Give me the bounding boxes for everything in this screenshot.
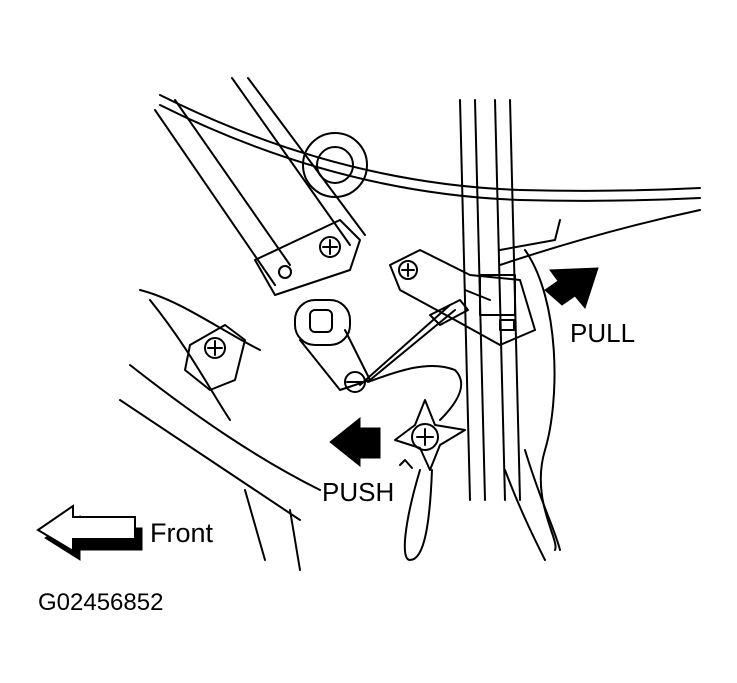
- push-label: PUSH: [322, 477, 395, 507]
- front-label: Front: [150, 518, 214, 548]
- left-housing: [119, 289, 321, 571]
- pull-arrow-icon: [544, 267, 599, 310]
- push-arrow-icon: [329, 416, 381, 468]
- star-cap: [394, 399, 466, 471]
- lower-rod: [403, 449, 561, 561]
- upper-cable: [159, 94, 701, 202]
- center-lever: [294, 299, 371, 393]
- inner-cable: [359, 209, 701, 421]
- upper-bracket: [254, 219, 361, 296]
- pull-label: PULL: [570, 318, 636, 348]
- front-arrow-icon: [36, 504, 143, 561]
- frame-member: [154, 77, 368, 286]
- left-bracket: [184, 324, 246, 391]
- figure-id: G02456852: [38, 589, 164, 616]
- cable-clip: [389, 249, 536, 346]
